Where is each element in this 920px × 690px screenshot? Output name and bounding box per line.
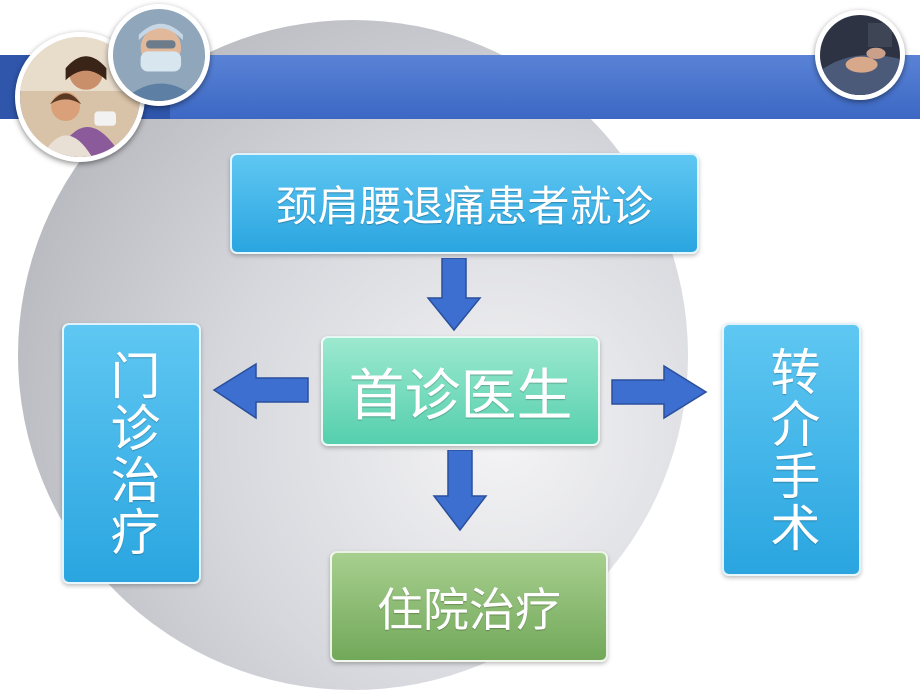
node-inpatient: 住院治疗 (330, 551, 608, 662)
node-first-doctor: 首诊医生 (321, 336, 600, 446)
hands-photo-image (820, 15, 900, 95)
arrow-down-to-inpatient (432, 450, 488, 532)
doctor-photo (108, 4, 210, 106)
arrow-left-to-outpatient (212, 362, 309, 420)
node-first-doctor-label: 首诊医生 (348, 363, 573, 429)
node-patient-visit-label: 颈肩腰退痛患者就诊 (275, 182, 654, 231)
node-surgery-referral: 转介手术 (722, 323, 861, 576)
node-surgery-referral-label: 转介手术 (762, 345, 821, 554)
node-outpatient-label: 门诊治疗 (102, 349, 161, 558)
doctor-photo-image (113, 9, 205, 101)
node-inpatient-label: 住院治疗 (377, 582, 561, 637)
node-patient-visit: 颈肩腰退痛患者就诊 (230, 153, 699, 254)
arrow-down-to-first-doctor (426, 258, 482, 332)
arrow-right-to-surgery (611, 364, 708, 420)
node-outpatient: 门诊治疗 (62, 323, 201, 584)
hands-photo (815, 10, 905, 100)
